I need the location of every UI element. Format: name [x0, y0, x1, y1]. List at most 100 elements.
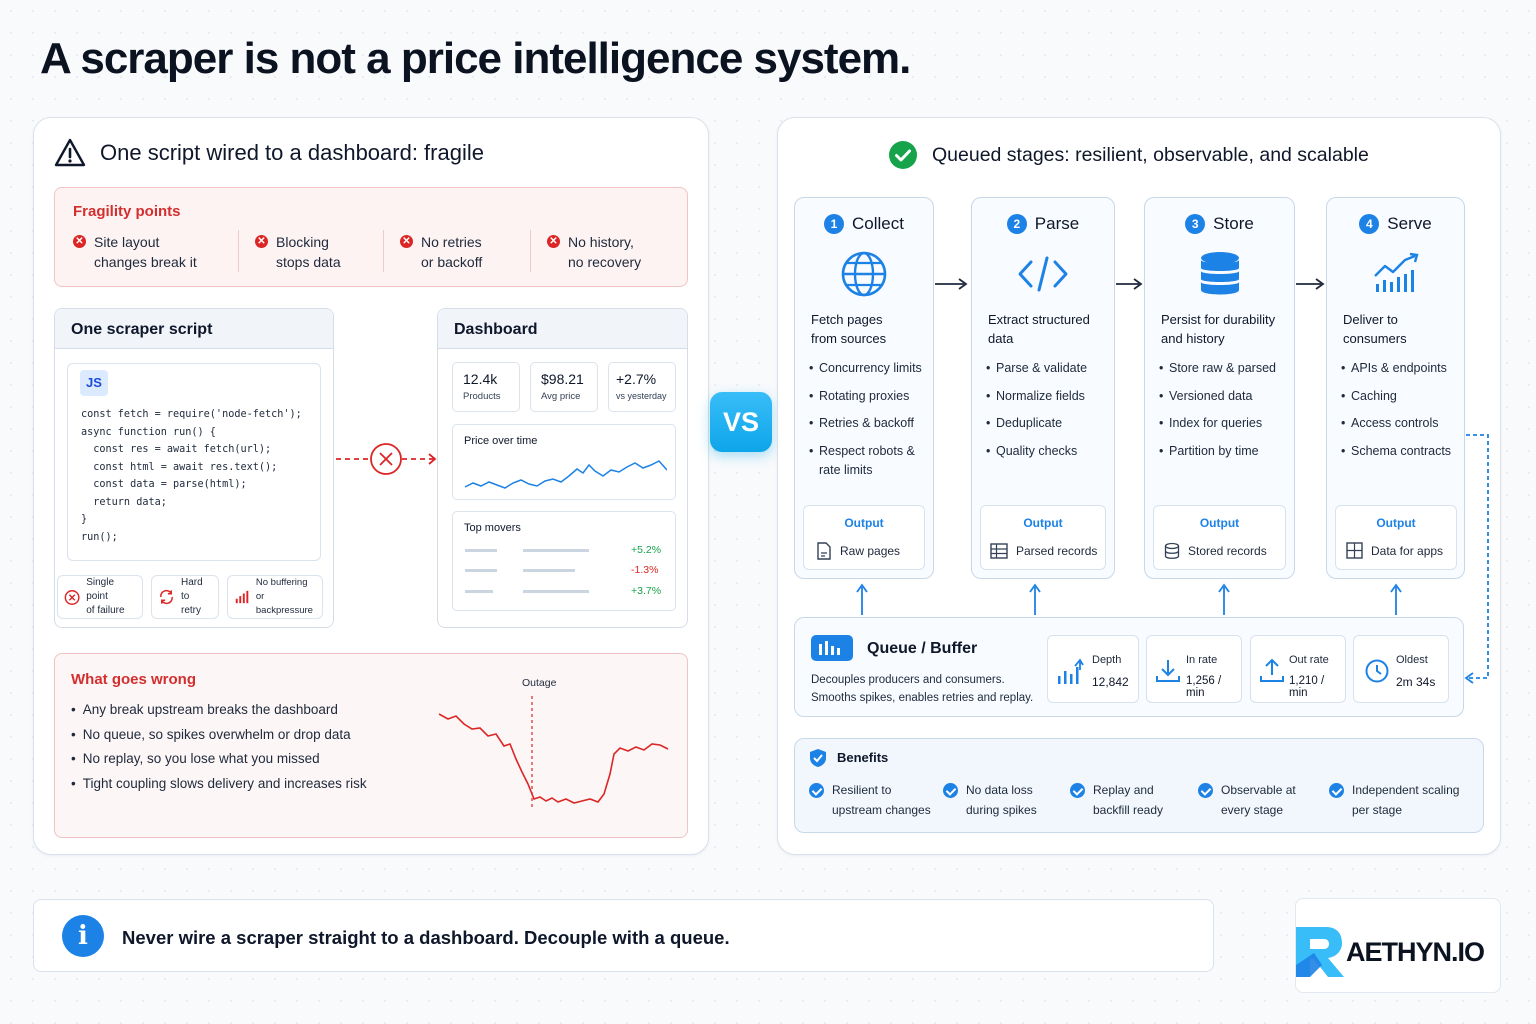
stage-list: Concurrency limits Rotating proxies Retr… — [809, 359, 927, 488]
price-line — [464, 460, 667, 489]
benefit-text: backfill ready — [1093, 802, 1164, 817]
stage-header: 3 Store — [1145, 214, 1294, 234]
fragility-item: ✕ No history,no recovery — [547, 232, 641, 272]
benefit-text: Independent scaling — [1352, 783, 1460, 797]
stage-list-item: Caching — [1341, 387, 1465, 406]
output-title: Output — [1023, 516, 1063, 530]
check-icon — [1198, 783, 1213, 798]
stage-name: Store — [1213, 214, 1254, 233]
x-icon: ✕ — [255, 235, 268, 248]
stage-number: 1 — [824, 214, 845, 234]
pipeline-arrows — [856, 278, 1489, 684]
stage-desc-line: data — [988, 331, 1014, 346]
output-title: Output — [1199, 516, 1240, 530]
stage-desc-line: Deliver to — [1343, 312, 1398, 327]
stage-output: Output Stored records — [1153, 505, 1286, 570]
table-icon — [990, 543, 1008, 559]
metric-label: Depth — [1092, 654, 1122, 666]
stage-list: Store raw & parsed Versioned data Index … — [1159, 359, 1293, 469]
benefit-text: upstream changes — [832, 802, 931, 817]
refresh-icon — [160, 589, 173, 605]
metric-depth: Depth 12,842 — [1047, 635, 1139, 703]
queue-desc-line: Smooths spikes, enables retries and repl… — [811, 692, 1034, 704]
output-title: Output — [1376, 516, 1416, 530]
stage-list-item: Schema contracts — [1341, 442, 1465, 461]
logo-text: AETHYN.IO — [1346, 937, 1485, 967]
metric-value: 2m 34s — [1396, 675, 1436, 689]
stage-output: Output Parsed records — [980, 505, 1106, 570]
queue-icon — [811, 635, 853, 661]
stage-desc-line: consumers — [1343, 331, 1407, 346]
metric-value: 1,210 / min — [1289, 675, 1325, 699]
kpi-products: 12.4k Products — [452, 362, 520, 412]
x-circle-icon — [64, 589, 80, 605]
metric-label: In rate — [1186, 654, 1218, 666]
stage-number: 3 — [1185, 214, 1206, 234]
issue-text: No buffering — [255, 577, 308, 588]
queue-desc-line: Decouples producers and consumers. — [811, 674, 1005, 686]
kpi-label: Avg price — [541, 391, 581, 402]
stage-name: Parse — [1034, 214, 1080, 233]
kpi-avg-price: $98.21 Avg price — [530, 362, 598, 412]
output-row: Data for apps — [1346, 542, 1443, 559]
queue-title: Queue / Buffer — [867, 640, 978, 657]
shield-check-icon — [810, 749, 826, 767]
code-icon — [972, 250, 1114, 298]
stage-desc-line: and history — [1161, 331, 1225, 346]
file-icon — [817, 542, 831, 560]
x-icon: ✕ — [547, 235, 560, 248]
stage-list-item: Concurrency limits — [809, 359, 927, 378]
vs-badge: VS — [710, 392, 772, 452]
metric-out-rate: Out rate 1,210 / min — [1250, 635, 1346, 703]
info-icon: i — [62, 915, 104, 957]
check-icon — [1329, 783, 1344, 798]
metric-in-rate: In rate 1,256 / min — [1146, 635, 1242, 703]
issue-text: Single point — [86, 577, 115, 602]
kpi-label: vs yesterday — [616, 391, 667, 401]
divider — [383, 230, 384, 272]
check-icon — [809, 783, 824, 798]
check-circle-icon — [889, 141, 917, 169]
stage-list-item: Respect robots & rate limits — [809, 442, 927, 480]
wrong-title: What goes wrong — [71, 671, 196, 688]
benefit-text: every stage — [1221, 802, 1284, 817]
price-chart-title: Price over time — [464, 435, 538, 447]
output-label: Stored records — [1188, 544, 1267, 558]
benefit-text: Observable at — [1221, 783, 1296, 797]
benefit-text: No data loss — [966, 783, 1033, 797]
fragility-text: No retries — [421, 234, 482, 250]
kpi-label: Products — [463, 391, 501, 402]
stage-desc-line: from sources — [811, 331, 887, 346]
divider — [238, 230, 239, 272]
logo-mark — [1296, 927, 1344, 977]
wrong-item: Tight coupling slows delivery and increa… — [71, 772, 367, 797]
mover-row — [465, 590, 493, 593]
issue-text: retry — [181, 605, 202, 616]
stage-list-item: APIs & endpoints — [1341, 359, 1465, 378]
queued-heading-text: Queued stages: resilient, observable, an… — [932, 143, 1369, 166]
cylinder-icon — [1164, 542, 1180, 559]
metric-label: Out rate — [1289, 654, 1329, 666]
output-row: Stored records — [1164, 542, 1267, 560]
mover-row — [465, 549, 497, 552]
fragility-text: changes break it — [94, 254, 197, 270]
fragility-text: No history, — [568, 234, 634, 250]
fragility-text: Site layout — [94, 234, 160, 250]
stage-list-item: Normalize fields — [986, 387, 1110, 406]
stage-name: Serve — [1387, 214, 1432, 233]
bars-up-icon — [1058, 658, 1084, 684]
mover-row — [523, 569, 575, 572]
scraper-script-card: One scraper script JS const fetch = requ… — [54, 308, 334, 628]
